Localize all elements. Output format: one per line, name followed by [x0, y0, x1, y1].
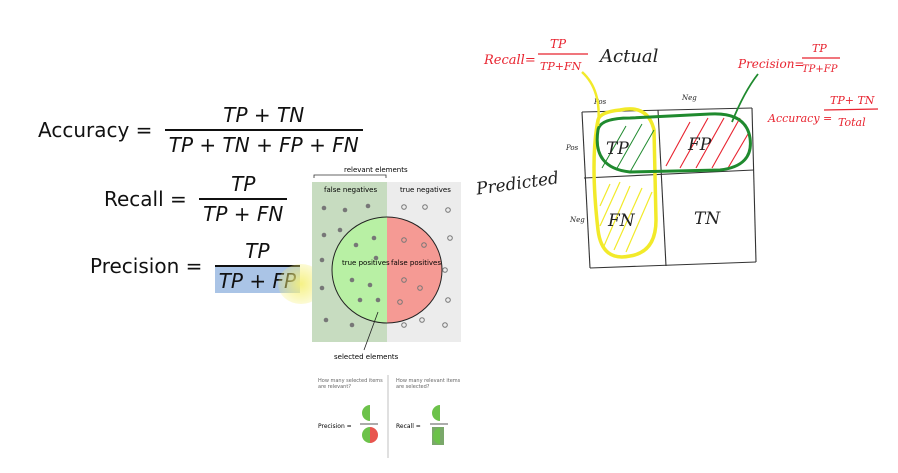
- predicted-pos-header: Pos: [565, 144, 579, 152]
- matrix-grid: [581, 107, 757, 269]
- recall-numerator-glyph: [432, 405, 440, 421]
- predicted-neg-header: Neg: [569, 216, 585, 224]
- cell-fn: FN: [607, 211, 636, 231]
- fp-red-hatching: [665, 117, 749, 169]
- accuracy-fraction: TP + TN TP + TN + FP + FN: [164, 103, 363, 157]
- cell-fp: FP: [687, 135, 712, 155]
- recall-denominator-glyph-half: [433, 428, 440, 444]
- relevant-bracket: [313, 174, 387, 178]
- precision-green-outline: [595, 112, 752, 174]
- handwritten-confusion-matrix: Recall= TP TP+FN Actual Precision= TP TP…: [474, 37, 879, 269]
- hand-precision-label: Precision=: [737, 57, 804, 71]
- actual-axis-label: Actual: [598, 46, 659, 67]
- precision-question-box: How many selected items are relevant?: [318, 378, 383, 390]
- selected-circle: [331, 216, 443, 324]
- accuracy-numerator: TP + TN: [223, 103, 305, 127]
- irrelevant-dots: [397, 204, 453, 328]
- false-positives-region: [387, 217, 442, 323]
- hand-precision-numerator: TP: [812, 42, 827, 55]
- actual-neg-header: Neg: [681, 94, 697, 102]
- hand-recall-denominator: TP+FN: [540, 60, 582, 73]
- fraction-bar: [199, 198, 288, 200]
- recall-question-box: How many relevant items are selected?: [396, 378, 461, 390]
- relevant-dots: [319, 203, 381, 328]
- yellow-hatching: [599, 181, 653, 253]
- recall-numerator: TP: [231, 172, 256, 196]
- precision-denominator-glyph-red: [370, 427, 378, 443]
- predicted-axis-label: Predicted: [474, 168, 560, 200]
- recall-yellow-outline: [592, 107, 658, 259]
- recall-denominator: TP + FN: [203, 201, 284, 226]
- precision-recall-diagram: relevant elements false negatives true n…: [312, 166, 461, 458]
- precision-mini-label: Precision =: [318, 423, 352, 430]
- precision-numerator: TP: [245, 239, 270, 263]
- hand-recall-label: Recall=: [483, 53, 536, 68]
- false-negatives-label: false negatives: [324, 186, 377, 194]
- accuracy-denominator: TP + TN + FP + FN: [168, 132, 359, 157]
- precision-formula: Precision = TP TP + FP: [90, 239, 301, 293]
- precision-label: Precision =: [90, 253, 209, 278]
- selected-elements-label: selected elements: [334, 353, 399, 361]
- cell-tp: TP: [606, 139, 629, 159]
- actual-pos-header: Pos: [593, 98, 607, 106]
- fraction-bar: [164, 129, 363, 131]
- cell-tn: TN: [694, 209, 721, 229]
- accuracy-label: Accuracy =: [38, 117, 159, 142]
- hand-precision-denominator: TP+FP: [802, 64, 838, 75]
- hand-accuracy-bar: [823, 108, 879, 111]
- precision-question: How many selected items are relevant?: [318, 378, 383, 390]
- true-positives-region: [332, 217, 387, 323]
- precision-numerator-glyph: [362, 405, 370, 421]
- recall-mini-label: Recall =: [396, 423, 421, 430]
- recall-label: Recall =: [104, 186, 194, 211]
- true-negatives-label: true negatives: [400, 186, 451, 194]
- recall-fraction: TP TP + FN: [199, 172, 288, 226]
- hand-accuracy-label: Accuracy =: [767, 112, 832, 125]
- recall-formula: Recall = TP TP + FN: [104, 172, 288, 226]
- fraction-bar: [214, 265, 301, 267]
- precision-denominator-glyph-green: [362, 427, 370, 443]
- hand-recall-numerator: TP: [550, 37, 567, 51]
- relevant-elements-label: relevant elements: [344, 166, 408, 174]
- selected-pointer: [363, 311, 379, 351]
- true-positives-label: true positives: [342, 259, 390, 267]
- precision-pointer: [731, 73, 759, 123]
- hand-accuracy-denominator: Total: [838, 116, 866, 129]
- recall-pointer: [581, 71, 600, 127]
- accuracy-formula: Accuracy = TP + TN TP + TN + FP + FN: [38, 103, 363, 157]
- recall-question: How many relevant items are selected?: [396, 378, 461, 390]
- hand-accuracy-numerator: TP+ TN: [830, 94, 875, 107]
- false-positives-label: false positives: [391, 259, 441, 267]
